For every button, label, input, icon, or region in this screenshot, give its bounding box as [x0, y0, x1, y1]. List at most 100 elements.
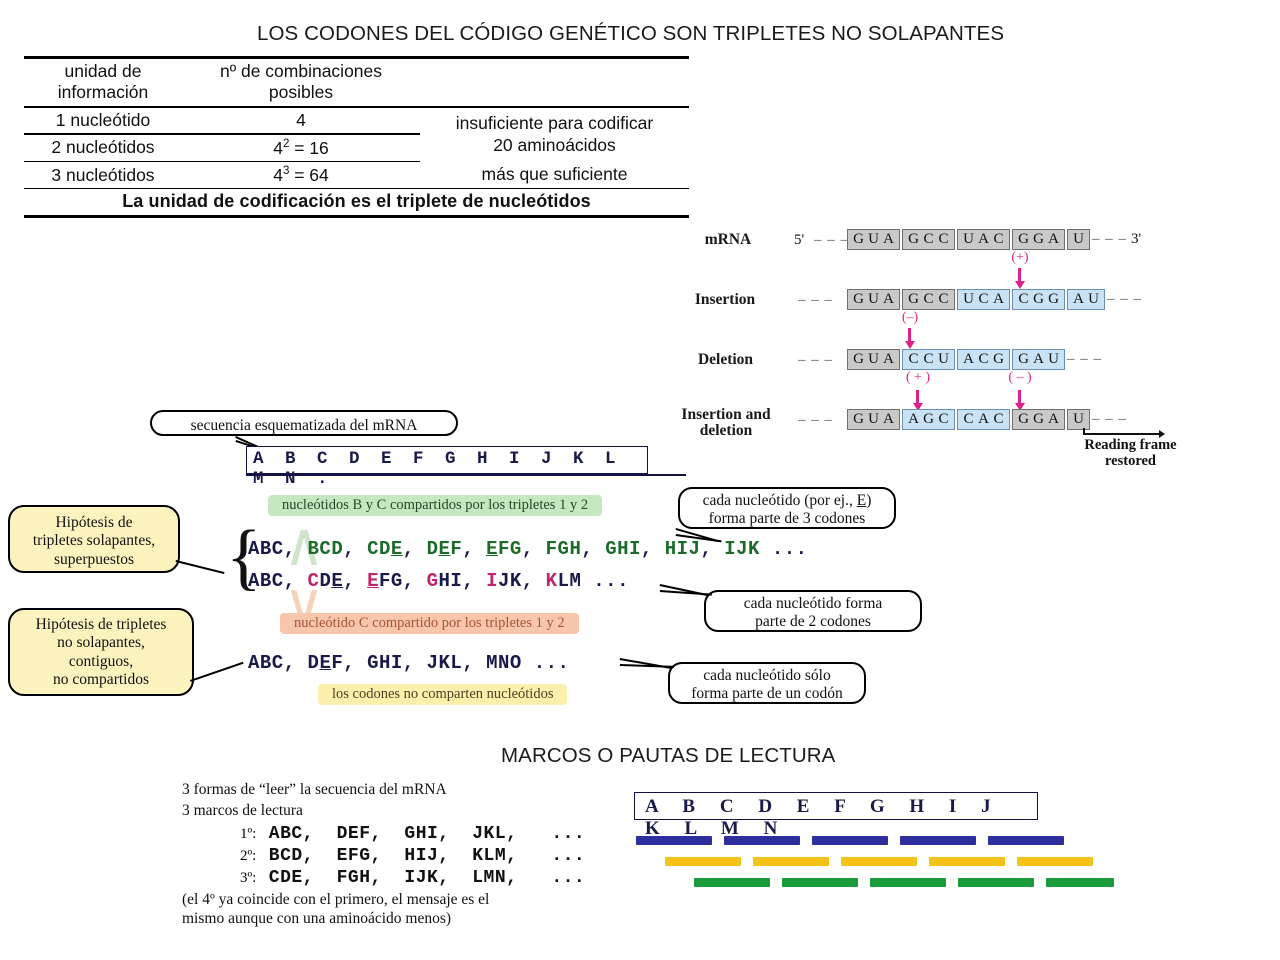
nucleotide: A — [1048, 410, 1059, 427]
deletion-marker-minus: (–) — [901, 310, 919, 325]
overlapping-brace: { — [226, 516, 262, 598]
insertion-tail-dash: – – – — [1107, 290, 1142, 307]
nucleotide: G — [853, 350, 864, 367]
codon-token: EFG — [486, 538, 522, 560]
reading-frame-caption: Reading frame restored — [1048, 437, 1213, 469]
page-title: LOS CODONES DEL CÓDIGO GENÉTICO SON TRIP… — [257, 22, 1005, 45]
row3-exp: 3 — [282, 165, 290, 178]
frame3-bar — [870, 878, 946, 887]
codon-token: K — [545, 570, 558, 592]
hyp-ov-line3: superpuestos — [53, 550, 135, 568]
hypothesis-nonoverlapping-callout: Hipótesis de tripletes no solapantes, co… — [8, 608, 194, 696]
codon-token: HIJ — [664, 538, 701, 560]
c1-line1: cada nucleótido sólo — [703, 667, 831, 684]
codon-token: DEF — [307, 652, 344, 674]
codon-token: FGH — [545, 538, 582, 560]
row2-combinations: 42 = 16 — [182, 134, 420, 163]
reading-frames-intro-line1: 3 formas de “leer” la secuencia del mRNA — [182, 781, 447, 798]
five-prime-label: 5' — [794, 232, 805, 248]
nucleotide: U — [963, 290, 974, 307]
row1-note-line2: 20 aminoácidos — [493, 134, 616, 155]
mrna-lead-dash: – – – — [814, 232, 849, 248]
codon-token: GHI — [605, 538, 641, 560]
nucleotide: G — [993, 350, 1004, 367]
nucleotide: A — [1048, 230, 1059, 247]
nucleotide: C — [923, 290, 934, 307]
c2-pointer2 — [659, 590, 712, 596]
three-prime-label: 3' — [1131, 230, 1142, 247]
nucleotide: G — [1033, 290, 1044, 307]
header-comb-line1: nº de combinaciones — [219, 61, 383, 81]
frame1-bar — [724, 836, 800, 845]
row2-ellipsis: ... — [593, 570, 629, 592]
nucleotide: U — [868, 350, 879, 367]
frame1-bar — [900, 836, 976, 845]
mutation-row-label-deletion: Deletion — [697, 351, 754, 368]
frame-3-row: 3º: CDE, FGH, IJK, LMN, ... — [240, 868, 585, 888]
nucleotide: A — [978, 410, 989, 427]
codon-token: ABC — [248, 538, 284, 560]
nucleotide: G — [908, 290, 919, 307]
row3-note: más que suficiente — [420, 161, 689, 190]
nucleotide: A — [883, 230, 894, 247]
decorative-green-shape: ∧ — [286, 516, 323, 584]
hyp-no-line2: no solapantes, — [57, 634, 145, 652]
codon-token: DEF — [426, 538, 463, 560]
nucleotide: C — [923, 350, 934, 367]
row1-unit: 1 nucleótido — [24, 105, 182, 136]
nucleotide: A — [883, 350, 894, 367]
codon-box: U — [1067, 228, 1090, 250]
frame2-bar — [929, 857, 1005, 866]
codon-token: JKL — [426, 652, 463, 674]
header-note-cell — [420, 55, 689, 107]
reading-frames-intro-line2: 3 marcos de lectura — [182, 802, 303, 819]
nucleotide: C — [963, 410, 974, 427]
row2-result: = 16 — [289, 137, 329, 158]
mutation-row-label-insdel: Insertion and deletion — [656, 406, 796, 440]
callout-2-codones: cada nucleótido forma parte de 2 codones — [704, 590, 922, 632]
c2-line1: cada nucleótido forma — [743, 595, 883, 612]
header-comb-line2: posibles — [268, 82, 334, 103]
row1-ellipsis: ... — [771, 538, 808, 560]
nucleotide: G — [923, 410, 934, 427]
frame3-bar — [958, 878, 1034, 887]
bottom-section-title: MARCOS O PAUTAS DE LECTURA — [501, 744, 836, 767]
codon-box: U — [1067, 408, 1090, 430]
nucleotide: A — [1073, 290, 1084, 307]
insdel-label-line2: deletion — [699, 422, 753, 440]
ins-del-minus-arrow-icon — [1014, 390, 1025, 411]
codon-token: CDE — [367, 538, 403, 560]
hypothesis-overlapping-callout: Hipótesis de tripletes solapantes, super… — [8, 505, 180, 573]
reading-frames-note-line2: mismo aunque con una aminoácido menos) — [182, 910, 452, 927]
row1-note: insuficiente para codificar 20 aminoácid… — [420, 105, 689, 162]
c1-line2: forma parte de un codón — [691, 685, 843, 703]
codon-token: E — [367, 570, 379, 592]
hyp-ov-pointer — [175, 560, 225, 574]
header-unit-cell: unidad de información — [24, 55, 182, 107]
frame-2-codons: BCD, EFG, HIJ, KLM, ... — [268, 846, 586, 866]
insertion-lead-dash: – – – — [798, 292, 833, 308]
frame2-bar — [665, 857, 741, 866]
nucleotide: C — [1018, 290, 1029, 307]
reading-frames-note-line1: (el 4º ya coincide con el primero, el me… — [182, 891, 490, 908]
deletion-arrow-icon — [904, 328, 915, 349]
overlapping-row-1: ABC, BCD, CDE, DEF, EFG, FGH, GHI, HIJ, … — [248, 538, 808, 560]
nucleotide: A — [883, 290, 894, 307]
insertion-marker-plus: (+) — [1011, 250, 1029, 265]
mutation-row-label-insertion: Insertion — [694, 291, 756, 308]
insdel-label-line1: Insertion and — [681, 406, 771, 423]
row3-base: 4 — [273, 165, 283, 186]
c3-line1: cada nucleótido (por ej., E) — [702, 492, 872, 509]
codon-token: IJK — [724, 538, 760, 560]
hyp-no-line1: Hipótesis de tripletes — [35, 616, 167, 633]
insdel-tail-dash: – – – — [1092, 410, 1127, 427]
